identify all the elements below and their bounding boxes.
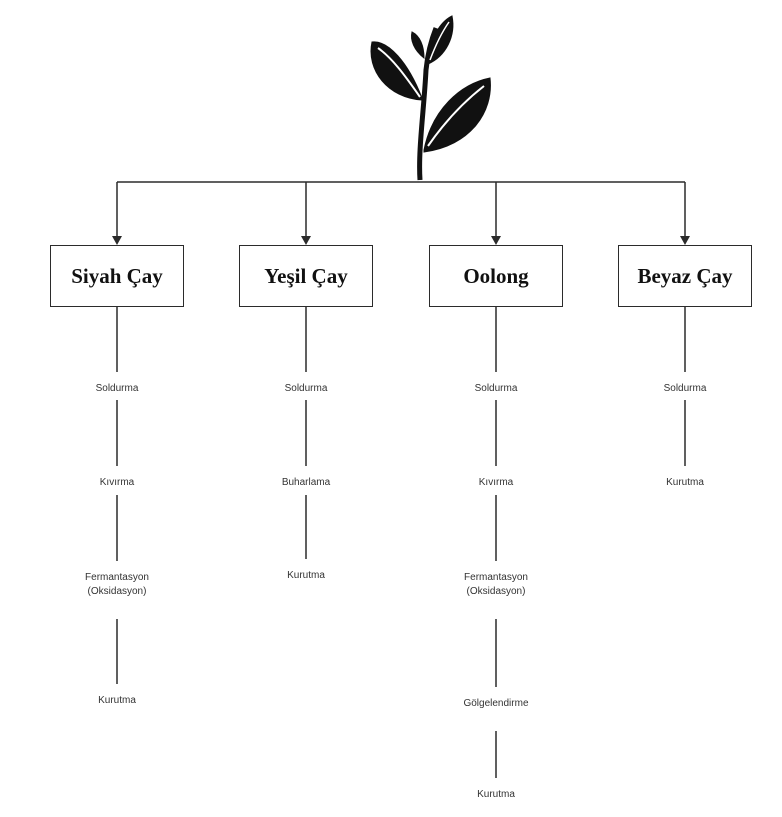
process-step: Kurutma (241, 569, 371, 583)
process-step: Fermantasyon (Oksidasyon) (52, 571, 182, 599)
process-step: Soldurma (52, 382, 182, 396)
arrowhead-icon (112, 236, 122, 245)
arrowhead-icon (491, 236, 501, 245)
category-box-siyah: Siyah Çay (50, 245, 184, 307)
arrowhead-icon (301, 236, 311, 245)
tea-plant-icon (370, 15, 491, 181)
category-title: Beyaz Çay (637, 263, 733, 288)
category-title: Siyah Çay (71, 263, 163, 288)
process-step: Buharlama (241, 476, 371, 490)
process-step: Kurutma (52, 694, 182, 708)
category-box-yesil: Yeşil Çay (239, 245, 373, 307)
arrowhead-icon (680, 236, 690, 245)
process-step: Soldurma (620, 382, 750, 396)
process-step: Fermantasyon (Oksidasyon) (431, 571, 561, 599)
category-box-oolong: Oolong (429, 245, 563, 307)
process-step: Gölgelendirme (431, 697, 561, 711)
process-step: Soldurma (241, 382, 371, 396)
category-box-beyaz: Beyaz Çay (618, 245, 752, 307)
category-title: Oolong (463, 263, 529, 288)
process-step: Kurutma (431, 788, 561, 802)
process-step: Kurutma (620, 476, 750, 490)
process-step: Kıvırma (52, 476, 182, 490)
process-step: Kıvırma (431, 476, 561, 490)
category-title: Yeşil Çay (264, 263, 348, 288)
process-step: Soldurma (431, 382, 561, 396)
